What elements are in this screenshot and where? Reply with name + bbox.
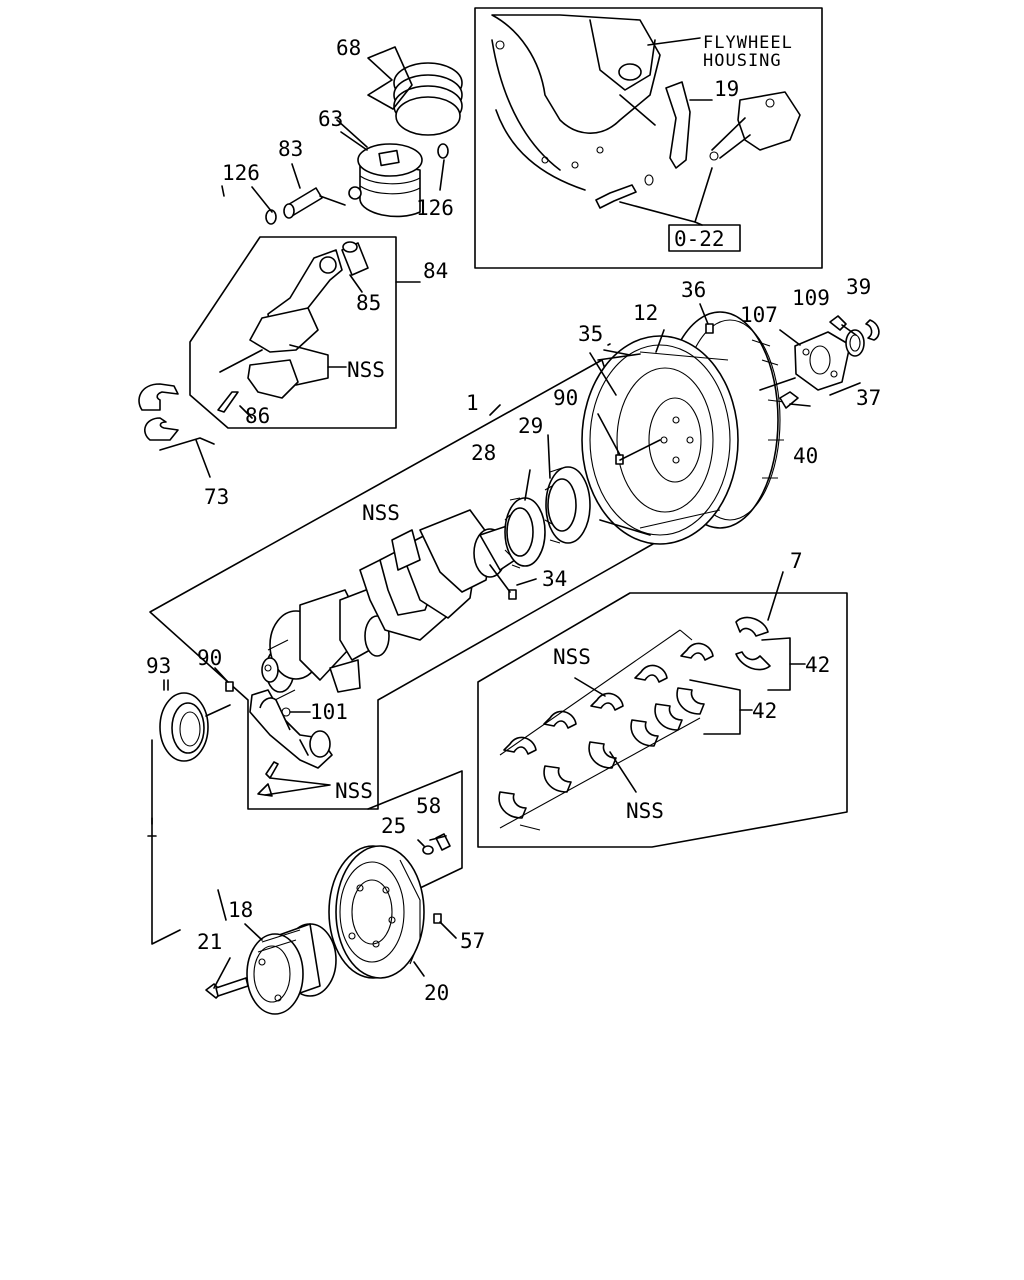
label-42-top: 42 — [805, 653, 830, 677]
label-90-crank: 90 — [197, 646, 222, 670]
label-73: 73 — [204, 485, 229, 509]
label-nss-bearing-bottom: NSS — [626, 799, 664, 823]
label-63: 63 — [318, 107, 343, 131]
main-bearings-box — [477, 571, 848, 848]
label-68: 68 — [336, 36, 361, 60]
label-126-left: 126 — [222, 161, 260, 185]
crankshaft-box — [149, 359, 661, 810]
label-84: 84 — [423, 259, 448, 283]
label-101: 101 — [310, 700, 348, 724]
flywheel-housing-inset — [474, 7, 823, 269]
leader-lines — [213, 131, 801, 989]
label-nss-crank: NSS — [362, 501, 400, 525]
label-83: 83 — [278, 137, 303, 161]
label-ref-0-22: 0-22 — [674, 227, 725, 251]
flywheel — [581, 311, 880, 545]
label-35: 35 — [578, 322, 603, 346]
label-28: 28 — [471, 441, 496, 465]
label-39: 39 — [846, 275, 871, 299]
label-36: 36 — [681, 278, 706, 302]
label-21: 21 — [197, 930, 222, 954]
part-labels: 68 63 83 126 126 84 85 NSS 86 73 FLYWHEE… — [146, 33, 881, 1005]
label-126-right: 126 — [416, 196, 454, 220]
label-20: 20 — [424, 981, 449, 1005]
label-nss-cap: NSS — [335, 779, 373, 803]
label-1: 1 — [466, 391, 479, 415]
label-12: 12 — [633, 301, 658, 325]
label-42-lower: 42 — [752, 699, 777, 723]
label-18: 18 — [228, 898, 253, 922]
label-7: 7 — [790, 549, 803, 573]
label-57: 57 — [460, 929, 485, 953]
label-nss-rod: NSS — [347, 358, 385, 382]
label-40: 40 — [793, 444, 818, 468]
label-nss-bearing-top: NSS — [553, 645, 591, 669]
label-85: 85 — [356, 291, 381, 315]
label-37: 37 — [856, 386, 881, 410]
label-29: 29 — [518, 414, 543, 438]
piston-group — [265, 46, 463, 225]
label-25: 25 — [381, 814, 406, 838]
label-109: 109 — [792, 286, 830, 310]
label-flywheel-housing-1: FLYWHEEL — [703, 33, 793, 53]
label-19: 19 — [714, 77, 739, 101]
label-93: 93 — [146, 654, 171, 678]
connecting-rod-box — [138, 236, 421, 478]
label-58: 58 — [416, 794, 441, 818]
label-flywheel-housing-2: HOUSING — [703, 51, 782, 71]
label-86: 86 — [245, 404, 270, 428]
label-107: 107 — [740, 303, 778, 327]
label-90-flywheel: 90 — [553, 386, 578, 410]
pulley-damper-group — [147, 739, 463, 1015]
label-34: 34 — [542, 567, 567, 591]
